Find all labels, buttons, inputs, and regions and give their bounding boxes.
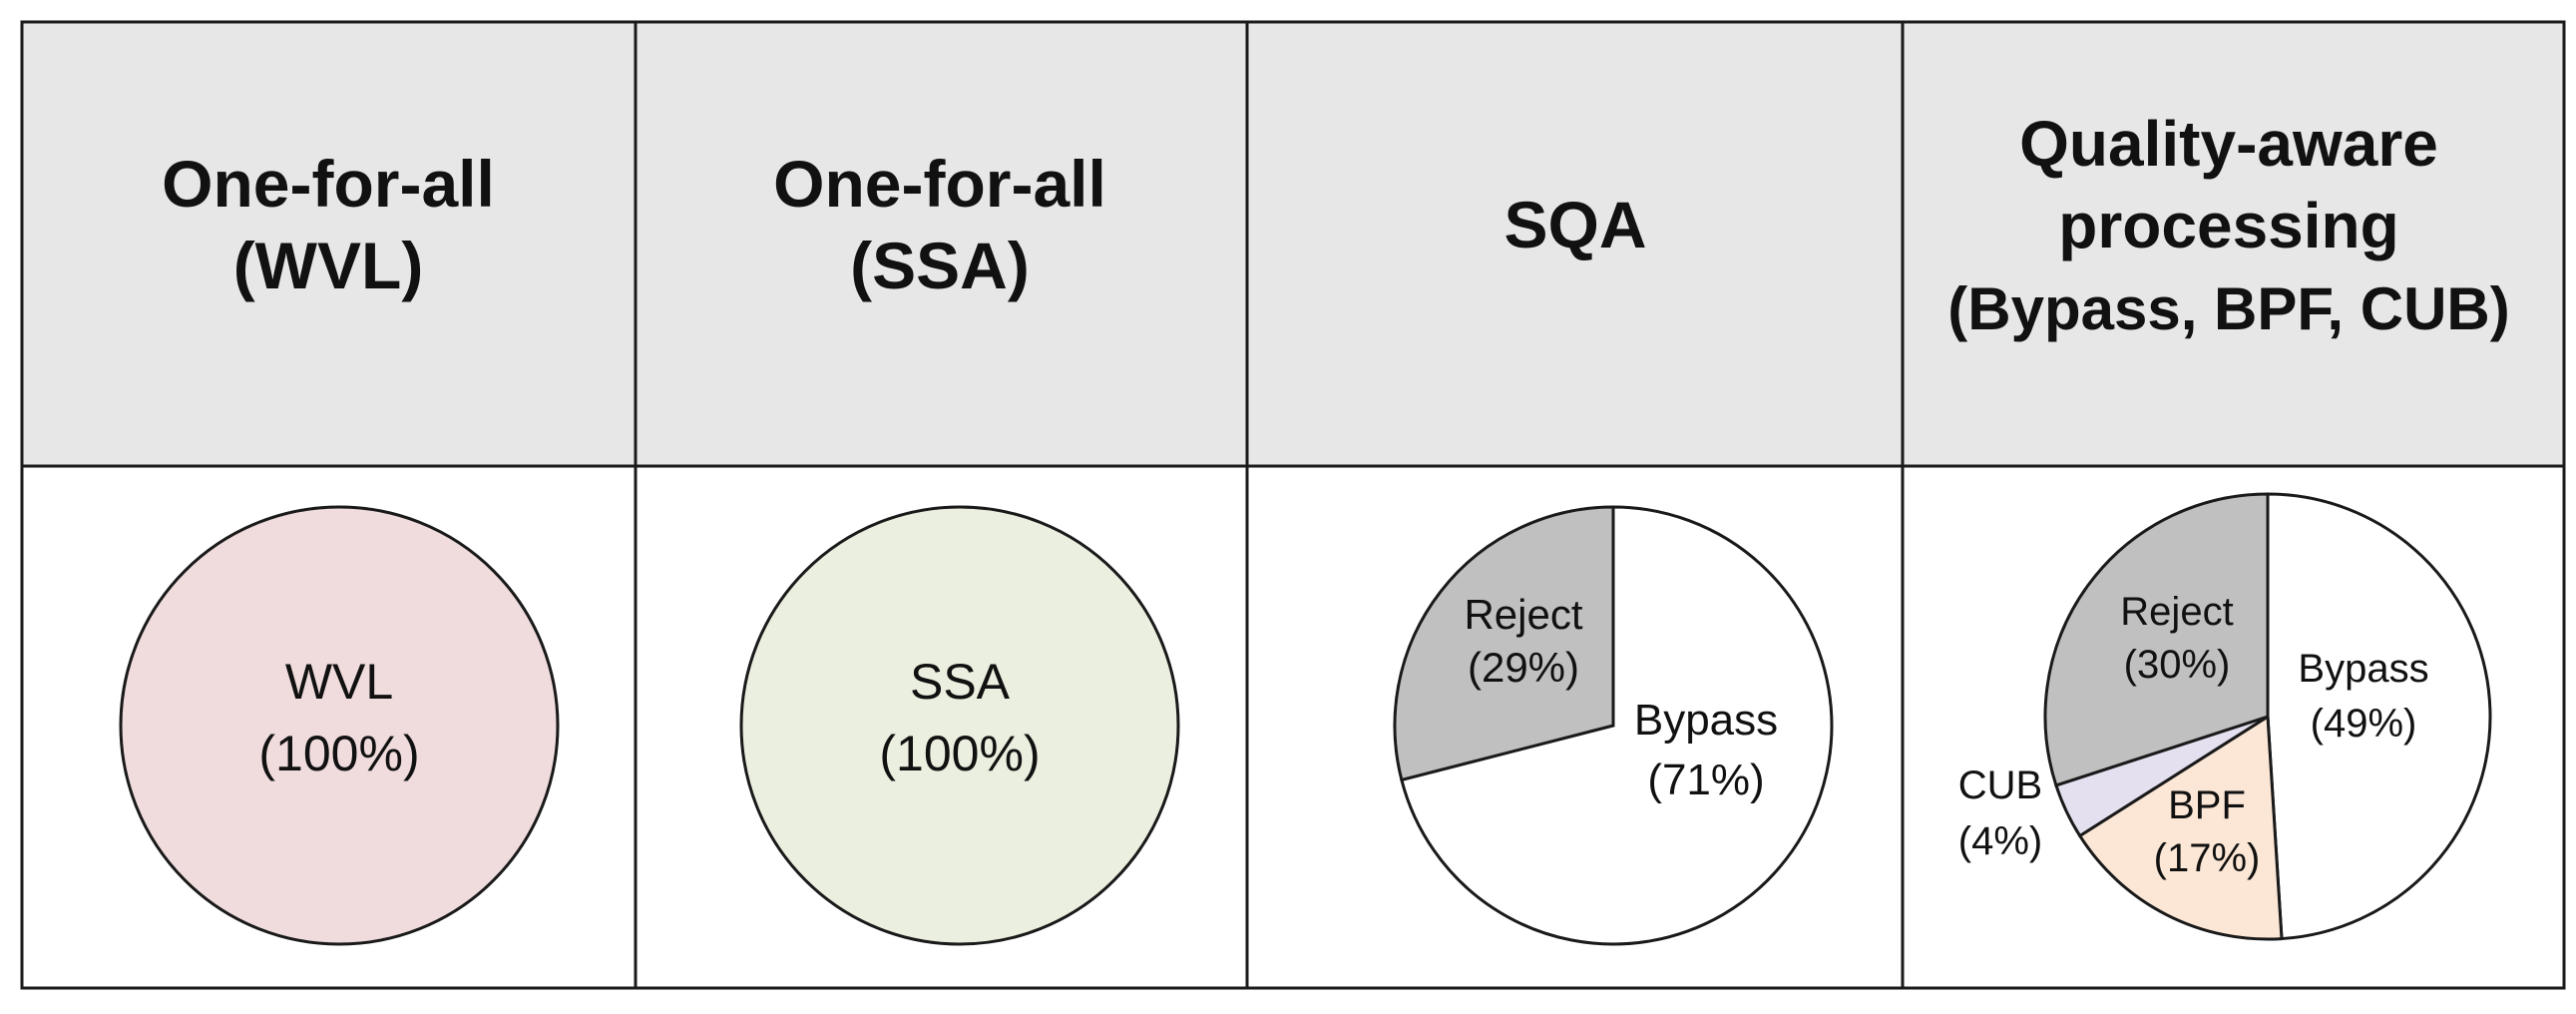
slice-reject <box>1393 505 1615 782</box>
header-qa-line-1: Quality-aware <box>2019 108 2438 180</box>
slice-label-reject: Reject <box>2120 590 2233 634</box>
slice-pct-reject: (30%) <box>2124 643 2231 687</box>
header-ssa-line-1: One-for-all <box>773 147 1106 221</box>
pie-wvl: WVL (100%) <box>119 505 560 946</box>
slice-pct-wvl: (100%) <box>258 726 419 781</box>
pie-quality-aware: Bypass (49%) BPF (17%) CUB (4%) Reject (30%) <box>1958 492 2492 941</box>
slice-label-wvl: WVL <box>285 654 393 710</box>
slice-label-cub: CUB <box>1958 763 2042 807</box>
header-qa-line-3: (Bypass, BPF, CUB) <box>1947 275 2509 342</box>
slice-bypass <box>2266 492 2492 941</box>
table-border <box>20 20 2566 990</box>
table-grid <box>20 20 2566 990</box>
slice-pct-bypass: (49%) <box>2311 702 2417 746</box>
header-wvl-line-1: One-for-all <box>162 147 495 221</box>
slice-label-bypass: Bypass <box>1634 696 1778 745</box>
header-cell-sqa: SQA <box>1503 188 1646 261</box>
pie-sqa: Bypass (71%) Reject (29%) <box>1393 505 1834 946</box>
slice-pct-bypass: (71%) <box>1647 756 1764 804</box>
header-sqa-line-1: SQA <box>1503 188 1646 261</box>
header-ssa-line-2: (SSA) <box>850 229 1030 302</box>
header-cell-quality-aware: Quality-aware processing (Bypass, BPF, C… <box>1947 108 2509 342</box>
slice-label-bpf: BPF <box>2168 783 2246 827</box>
slice-pct-reject: (29%) <box>1468 644 1579 691</box>
slice-bpf <box>2077 714 2284 941</box>
slice-pct-bpf: (17%) <box>2154 836 2261 880</box>
slice-label-reject: Reject <box>1464 591 1582 638</box>
pie-ssa: SSA (100%) <box>739 505 1180 946</box>
header-cell-ssa: One-for-all (SSA) <box>773 147 1106 302</box>
slice-label-bypass: Bypass <box>2298 647 2428 691</box>
slice-ssa <box>739 505 1180 946</box>
slice-wvl <box>119 505 560 946</box>
header-cell-wvl: One-for-all (WVL) <box>162 147 495 302</box>
slice-label-ssa: SSA <box>910 654 1011 710</box>
header-qa-line-2: processing <box>2058 190 2398 261</box>
slice-reject <box>2043 492 2270 787</box>
slice-bypass <box>1400 505 1834 946</box>
slice-pct-cub: (4%) <box>1958 819 2042 863</box>
slice-pct-ssa: (100%) <box>879 726 1040 781</box>
header-wvl-line-2: (WVL) <box>233 229 424 302</box>
header-row-bg <box>22 22 2564 466</box>
